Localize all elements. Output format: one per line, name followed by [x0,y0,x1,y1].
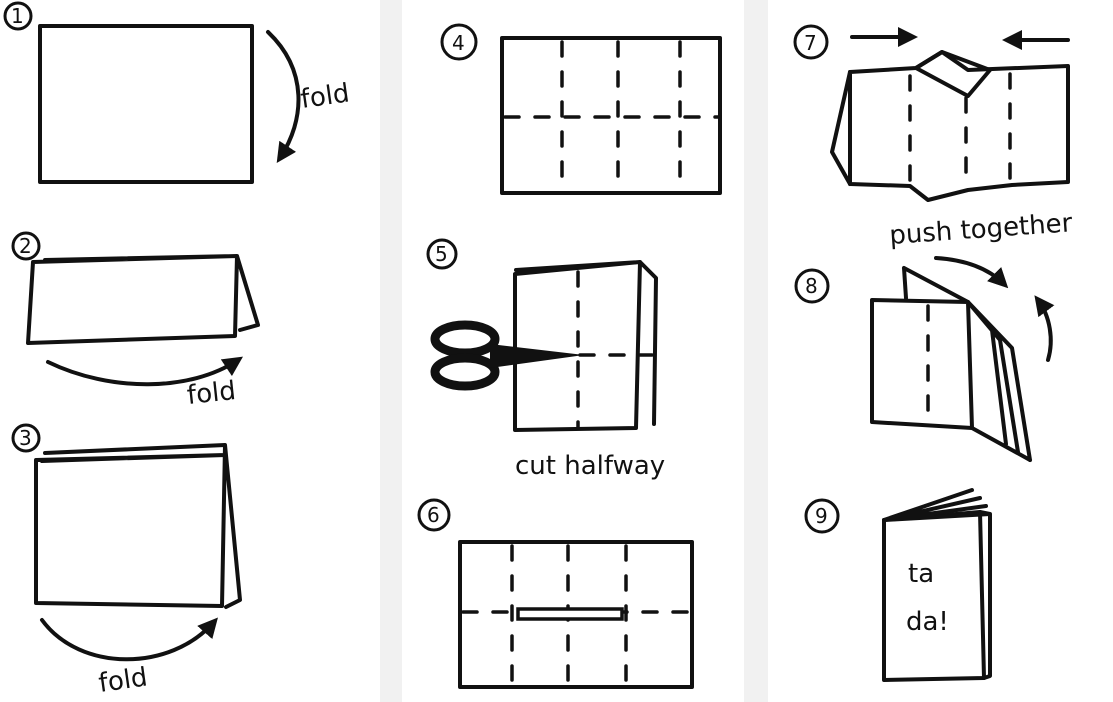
step-5-number: 5 [435,242,448,266]
step-8-number: 8 [805,274,818,298]
step-9-da-text: da! [906,607,949,637]
step-9-ta-text: ta [908,559,934,589]
step-5-cut-label: cut halfway [515,451,665,481]
step-6-number: 6 [427,503,440,527]
step-7-number: 7 [804,31,817,55]
step-2-number: 2 [19,234,32,258]
step-2-fold-label: fold [186,376,238,411]
panel-gap-left [380,0,402,702]
step-3-number: 3 [19,426,32,450]
step-4-number: 4 [452,31,465,55]
step-9-number: 9 [815,504,828,528]
step-1-number: 1 [11,4,24,28]
step-6-slit [518,609,622,619]
panel-right [768,0,1113,702]
panel-gap-right [744,0,768,702]
